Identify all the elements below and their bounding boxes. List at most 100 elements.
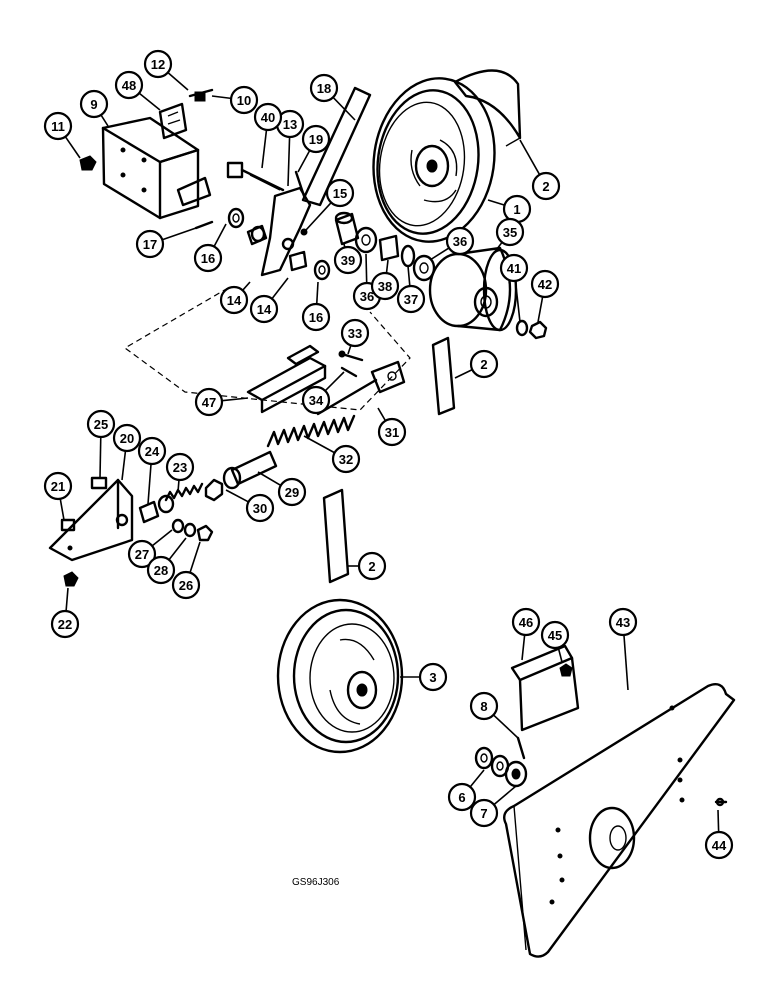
- callout-label: 26: [179, 578, 193, 593]
- callout-circle: [357, 551, 387, 581]
- callout-10: 10: [211, 85, 259, 115]
- callout-circle: [495, 217, 525, 247]
- callout-label: 40: [261, 110, 275, 125]
- leader-line: [64, 136, 81, 159]
- nut-11: [79, 155, 97, 171]
- callout-circle: [333, 245, 363, 275]
- nut-22: [63, 571, 79, 587]
- leader-line: [493, 785, 517, 806]
- bushing-24: [138, 500, 160, 524]
- callout-circle: [165, 452, 195, 482]
- leader-line: [225, 489, 249, 503]
- callout-35: 35: [489, 217, 525, 259]
- callout-circle: [277, 477, 307, 507]
- callout-circle: [499, 253, 529, 283]
- callout-36: 36: [429, 226, 475, 261]
- callout-label: 17: [143, 237, 157, 252]
- callout-circle: [143, 49, 173, 79]
- callout-6: 6: [447, 769, 485, 812]
- screw-10: [188, 88, 214, 102]
- leader-line: [537, 296, 544, 323]
- callout-2: 2: [519, 139, 561, 201]
- leader-line: [347, 345, 352, 355]
- callout-label: 6: [458, 790, 465, 805]
- callout-circle: [219, 285, 249, 315]
- callout-label: 16: [201, 251, 215, 266]
- callout-circle: [301, 124, 331, 154]
- callout-label: 31: [385, 425, 399, 440]
- callout-label: 34: [309, 393, 324, 408]
- callout-label: 47: [202, 395, 216, 410]
- leader-line: [365, 253, 368, 284]
- callout-43: 43: [608, 607, 638, 691]
- callout-circle: [50, 609, 80, 639]
- callout-label: 46: [519, 615, 533, 630]
- leader-line: [211, 95, 232, 100]
- callout-circle: [396, 284, 426, 314]
- leader-line: [514, 280, 521, 323]
- callout-circle: [608, 607, 638, 637]
- callout-label: 30: [253, 501, 267, 516]
- callout-label: 9: [90, 97, 97, 112]
- leader-line: [303, 435, 335, 454]
- callout-8: 8: [469, 691, 519, 739]
- callout-circle: [253, 102, 283, 132]
- guard-46: [510, 644, 580, 732]
- leader-line: [162, 227, 197, 241]
- callout-11: 11: [43, 111, 81, 159]
- callout-label: 43: [616, 615, 630, 630]
- callout-label: 37: [404, 292, 418, 307]
- leader-line: [487, 199, 505, 206]
- callout-21: 21: [43, 471, 73, 521]
- callout-26: 26: [171, 541, 201, 600]
- shaft-29: [222, 450, 278, 490]
- callout-16: 16: [301, 281, 331, 332]
- callout-12: 12: [143, 49, 189, 91]
- callout-circle: [194, 387, 224, 417]
- leader-line: [315, 281, 319, 305]
- callout-39: 39: [333, 243, 363, 275]
- leader-line: [99, 436, 102, 479]
- callout-circle: [469, 691, 499, 721]
- callout-label: 13: [283, 117, 297, 132]
- pin-19: [294, 170, 306, 198]
- leader-line: [147, 463, 152, 505]
- leader-line: [623, 634, 629, 691]
- plate-48: [158, 102, 188, 140]
- leader-line: [221, 397, 249, 402]
- callout-label: 39: [341, 253, 355, 268]
- callout-circle: [249, 294, 279, 324]
- leader-line: [100, 114, 109, 127]
- callout-44: 44: [704, 809, 734, 860]
- nut-26: [196, 524, 214, 542]
- callout-label: 2: [368, 559, 375, 574]
- leader-line: [489, 241, 503, 259]
- callout-label: 33: [348, 326, 362, 341]
- leader-line: [557, 647, 563, 663]
- callout-18: 18: [309, 73, 356, 121]
- bushing-14-lower: [288, 250, 308, 272]
- leader-line: [429, 247, 450, 261]
- callout-37: 37: [396, 265, 426, 314]
- gear-7: [504, 760, 528, 788]
- leader-line: [257, 471, 282, 487]
- callout-2: 2: [348, 551, 387, 581]
- callout-38: 38: [370, 259, 400, 301]
- callout-30: 30: [225, 489, 275, 523]
- leader-line: [168, 537, 187, 561]
- plate-43: [503, 683, 736, 958]
- callout-label: 25: [94, 417, 108, 432]
- callout-48: 48: [114, 70, 161, 111]
- leader-line: [519, 139, 541, 176]
- callout-circle: [245, 493, 275, 523]
- nut-45: [559, 663, 573, 677]
- leader-line: [454, 368, 473, 379]
- callout-circle: [127, 539, 157, 569]
- pin-33: [338, 350, 364, 362]
- callout-label: 48: [122, 78, 136, 93]
- callout-32: 32: [303, 435, 361, 474]
- leader-line: [492, 714, 519, 739]
- leader-line: [271, 277, 289, 300]
- callout-19: 19: [297, 124, 331, 173]
- callout-label: 8: [480, 699, 487, 714]
